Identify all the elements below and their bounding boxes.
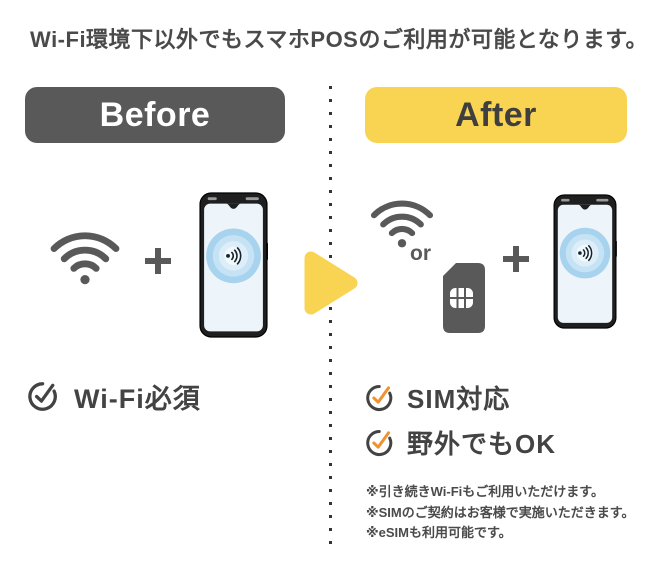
footnote-line: ※引き続きWi-Fiもご利用いただけます。 (366, 484, 604, 499)
smartphone-contactless-icon (199, 192, 268, 338)
wifi-icon (45, 224, 125, 286)
check-circle-icon (366, 429, 393, 456)
footnote-line: ※eSIMも利用可能です。 (366, 525, 512, 540)
before-header-badge: Before (25, 87, 285, 143)
sim-card-icon (442, 262, 486, 334)
after-check-item: 野外でもOK (366, 424, 556, 461)
footnotes: ※引き続きWi-Fiもご利用いただけます。 ※SIMのご契約はお客様で実施いただ… (366, 482, 634, 544)
plus-icon (499, 242, 533, 276)
after-header-badge: After (365, 87, 627, 143)
right-arrow-triangle-icon (304, 251, 358, 315)
wifi-icon (366, 193, 438, 249)
footnote-line: ※SIMのご契約はお客様で実施いただきます。 (366, 504, 635, 520)
check-circle-icon (28, 382, 57, 411)
center-dotted-divider (329, 86, 332, 552)
after-check-label: SIM対応 (407, 384, 511, 414)
smartphone-contactless-icon (553, 194, 617, 329)
or-label: or (410, 242, 431, 265)
after-check-item: SIM対応 (366, 379, 510, 416)
plus-icon (141, 244, 175, 278)
check-circle-icon (366, 384, 393, 411)
before-header-label: Before (99, 95, 211, 134)
before-check-label: Wi-Fi必須 (74, 384, 201, 414)
after-check-label: 野外でもOK (407, 429, 557, 459)
after-header-label: After (455, 95, 537, 134)
before-check-item: Wi-Fi必須 (28, 377, 201, 416)
page-title: Wi-Fi環境下以外でもスマホPOSのご利用が可能となります。 (30, 27, 649, 52)
